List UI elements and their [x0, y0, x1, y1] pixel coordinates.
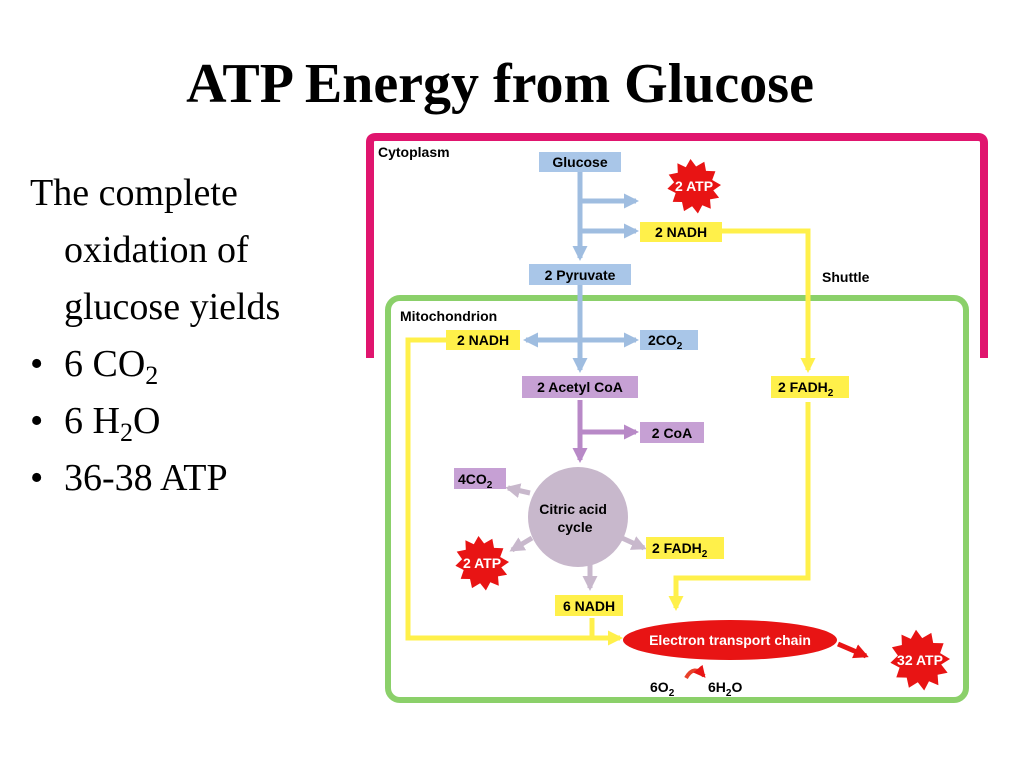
glucose-box	[539, 152, 621, 172]
fadh-shuttle-label: 2 FADH2	[778, 379, 834, 399]
acetyl-coa-arrows	[572, 400, 639, 463]
bullet-co2: • 6 CO2	[30, 336, 350, 393]
fadh-shuttle-box	[771, 376, 849, 398]
nadh-cycle-box	[555, 595, 623, 616]
co2-cycle-box	[454, 468, 506, 489]
acetyl-coa-label: 2 Acetyl CoA	[537, 379, 623, 395]
bullet-marker: •	[30, 400, 44, 442]
coa-label: 2 CoA	[652, 425, 692, 441]
nadh-pyruvate-box	[446, 330, 520, 350]
fadh-cycle-box	[646, 537, 724, 559]
bullet-marker: •	[30, 457, 44, 499]
pyruvate-box	[529, 264, 631, 285]
atp-glycolysis-label: 2 ATP	[675, 178, 713, 194]
slide-title: ATP Energy from Glucose	[186, 53, 814, 115]
citric-acid-cycle	[528, 467, 628, 567]
intro-line: glucose yields	[64, 286, 281, 328]
nadh-cycle-label: 6 NADH	[563, 598, 615, 614]
glucose-label: Glucose	[552, 154, 607, 170]
water-label: 6H2O	[708, 679, 742, 699]
acetyl-coa-box	[522, 376, 638, 398]
glycolysis-arrows	[523, 172, 639, 373]
co2-pyruvate-box	[640, 330, 698, 350]
electron-carrier-lines	[405, 228, 816, 646]
co2-cycle-label: 4CO2	[458, 471, 493, 491]
co2-pyruvate-label: 2CO2	[648, 332, 683, 352]
oxygen-label: 6O2	[650, 679, 675, 699]
atp-etc-starburst	[890, 629, 950, 691]
bullet-atp: • 36-38 ATP	[30, 450, 350, 507]
pyruvate-label: 2 Pyruvate	[545, 267, 616, 283]
fadh-cycle-label: 2 FADH2	[652, 540, 708, 560]
mitochondrion-label: Mitochondrion	[400, 308, 497, 324]
cytoplasm-label: Cytoplasm	[378, 144, 450, 160]
etc-atp-arrow	[837, 641, 869, 659]
nadh-glycolysis-box	[640, 222, 722, 242]
intro-line: oxidation of	[64, 229, 249, 271]
oxygen-water-arrow	[684, 664, 706, 680]
atp-glycolysis-starburst	[667, 159, 721, 214]
nadh-glycolysis-label: 2 NADH	[655, 224, 707, 240]
bullet-h2o: • 6 H2O	[30, 393, 350, 450]
etc-label: Electron transport chain	[649, 632, 811, 648]
intro-line: The complete	[30, 172, 238, 214]
cycle-arrows	[505, 483, 647, 591]
atp-cycle-label: 2 ATP	[463, 555, 501, 571]
nadh-pyruvate-label: 2 NADH	[457, 332, 509, 348]
slide-body: The complete oxidation of glucose yields…	[30, 165, 350, 507]
electron-transport-chain	[623, 620, 837, 660]
cytoplasm-border	[366, 133, 988, 358]
coa-box	[640, 422, 704, 443]
shuttle-label: Shuttle	[822, 269, 870, 285]
bullet-marker: •	[30, 343, 44, 385]
atp-etc-label: 32 ATP	[897, 652, 943, 668]
mitochondrion-border	[385, 295, 969, 703]
atp-cycle-starburst	[455, 536, 509, 591]
citric-cycle-label: Citric acid cycle	[539, 501, 611, 535]
